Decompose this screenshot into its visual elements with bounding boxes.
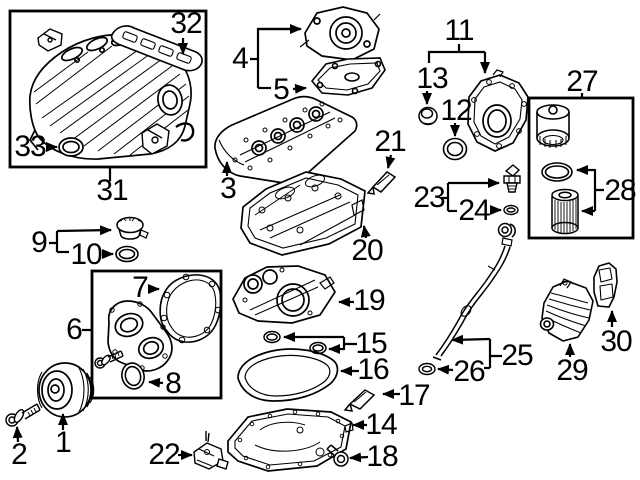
oil-cooler-29-drawing: [539, 278, 594, 342]
lower-block-20-drawing: [240, 171, 366, 256]
valve-cover-3-drawing: [214, 95, 358, 185]
arrow-21: [385, 154, 396, 169]
crank-pulley-1-drawing: [36, 362, 95, 418]
bracket-9: [49, 231, 59, 252]
oil-filler-cap-9-drawing: [116, 216, 149, 240]
leader-lines: [12, 24, 617, 463]
callout-6[interactable]: 6: [66, 313, 83, 346]
oil-pan-group: [193, 171, 376, 472]
oil-valve-23-drawing: [503, 164, 521, 193]
callout-33[interactable]: 33: [14, 130, 46, 163]
callout-10[interactable]: 10: [70, 238, 102, 271]
callout-19[interactable]: 19: [353, 284, 385, 317]
callout-17[interactable]: 17: [398, 379, 430, 412]
arrow-25: [451, 334, 491, 345]
drain-plug-18-drawing: [326, 444, 349, 467]
timing-cover-11-drawing: [467, 69, 529, 152]
pan-gasket-16-drawing: [237, 348, 339, 402]
seal-12-drawing: [442, 137, 468, 161]
dipstick-cooler-group: [418, 222, 618, 376]
dipstick-oring-26-drawing: [418, 362, 436, 376]
callout-24[interactable]: 24: [458, 194, 490, 227]
cover-gasket-7-drawing: [159, 273, 222, 344]
callout-9[interactable]: 9: [31, 226, 48, 259]
oil-pan-14-drawing: [227, 408, 354, 472]
callout-27[interactable]: 27: [566, 65, 598, 98]
callout-31[interactable]: 31: [96, 174, 128, 207]
manifold-oring-33-drawing: [58, 137, 84, 157]
arrow-9: [56, 225, 112, 236]
oil-level-sensor-22-drawing: [193, 431, 229, 470]
callout-21[interactable]: 21: [374, 125, 406, 158]
callout-25[interactable]: 25: [501, 339, 533, 372]
crank-seal-8-drawing: [121, 362, 145, 390]
oil-filter-cap-drawing: [536, 104, 570, 148]
callout-2[interactable]: 2: [11, 438, 28, 471]
callout-30[interactable]: 30: [600, 325, 632, 358]
manifold-bracket-drawing: [37, 28, 63, 52]
pulley-bolt-2-drawing: [5, 403, 41, 427]
callout-23[interactable]: 23: [413, 181, 445, 214]
bracket-25: [488, 339, 502, 368]
callout-3[interactable]: 3: [220, 172, 237, 205]
valve-cover-group: [214, 6, 397, 195]
intake-manifold-group: [8, 9, 208, 169]
callout-7[interactable]: 7: [132, 271, 149, 304]
timing-cover-filter-group: [418, 69, 635, 240]
arrow-26: [437, 364, 454, 375]
arrow-18: [349, 452, 369, 463]
crank-pulley-group: [5, 362, 95, 427]
callout-5[interactable]: 5: [273, 73, 290, 106]
sealing-plug-13-drawing: [418, 106, 438, 126]
arrow-8: [148, 377, 164, 388]
separator-gasket-5-drawing: [310, 57, 386, 96]
cooler-gasket-30-drawing: [593, 262, 618, 308]
arrow-20: [360, 225, 371, 239]
bracket-23: [441, 183, 450, 211]
cap-seal-10-drawing: [115, 245, 139, 263]
callout-22[interactable]: 22: [148, 438, 180, 471]
callout-18[interactable]: 18: [366, 440, 398, 473]
callout-20[interactable]: 20: [351, 234, 383, 267]
callout-29[interactable]: 29: [556, 354, 588, 387]
filter-oring-drawing: [541, 162, 573, 182]
callout-26[interactable]: 26: [453, 355, 485, 388]
front-cover-6-drawing: [107, 300, 173, 372]
arrow-2: [12, 426, 23, 443]
callout-32[interactable]: 32: [170, 7, 202, 40]
front-cover-group: [90, 216, 223, 400]
bracket-28: [593, 169, 604, 211]
oring-24-drawing: [503, 204, 519, 216]
oil-filter-element-28-drawing: [551, 188, 579, 235]
callout-15[interactable]: 15: [355, 327, 387, 360]
bracket-15: [342, 337, 357, 350]
baffle-19-drawing: [232, 265, 336, 324]
bracket-11: [427, 44, 485, 63]
callout-11[interactable]: 11: [444, 14, 474, 47]
sealant-21-drawing: [366, 171, 397, 195]
oil-separator-4-drawing: [299, 6, 381, 61]
callout-28[interactable]: 28: [604, 174, 636, 207]
sealant-17-drawing: [343, 389, 376, 412]
manifold-sensor-drawing: [141, 122, 195, 155]
arrow-5: [292, 83, 307, 94]
callout-16[interactable]: 16: [357, 353, 389, 386]
callout-14[interactable]: 14: [365, 408, 397, 441]
callout-8[interactable]: 8: [165, 367, 182, 400]
cover-bolt-drawing: [94, 350, 124, 369]
callout-12[interactable]: 12: [440, 94, 472, 127]
callout-13[interactable]: 13: [416, 62, 448, 95]
callout-1[interactable]: 1: [55, 426, 72, 459]
callout-4[interactable]: 4: [232, 42, 249, 75]
